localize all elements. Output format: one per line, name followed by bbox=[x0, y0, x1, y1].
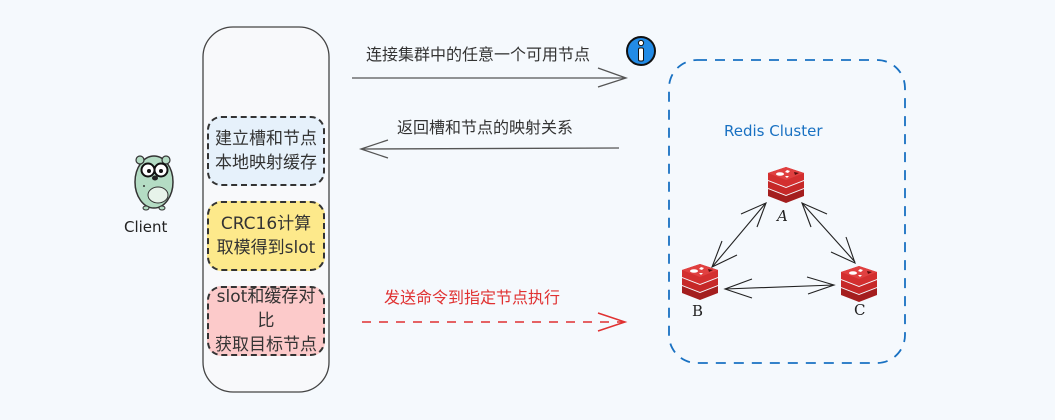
step-line: CRC16计算 bbox=[220, 214, 312, 234]
node-a-label: A bbox=[777, 207, 788, 225]
link-a-b bbox=[712, 203, 766, 267]
redis-cluster-container bbox=[668, 59, 906, 364]
send-command-label: 发送命令到指定节点执行 bbox=[384, 288, 561, 307]
step-build-cache: 建立槽和节点 本地映射缓存 bbox=[207, 116, 325, 186]
return-map-label: 返回槽和节点的映射关系 bbox=[397, 118, 574, 137]
connect-label: 连接集群中的任意一个可用节点 bbox=[366, 45, 591, 64]
step-line: 获取目标节点 bbox=[215, 335, 317, 355]
redis-node-a-icon[interactable] bbox=[768, 167, 804, 203]
client-label: Client bbox=[124, 218, 168, 236]
step-line: slot和缓存对比 bbox=[216, 287, 316, 331]
cluster-links bbox=[710, 201, 856, 299]
node-c-label: C bbox=[854, 301, 866, 319]
node-b-label: B bbox=[692, 302, 704, 320]
redis-node-c-icon[interactable] bbox=[841, 266, 877, 302]
redis-node-b-icon[interactable] bbox=[682, 264, 718, 300]
step-compare-target: slot和缓存对比 获取目标节点 bbox=[207, 286, 325, 356]
cluster-title: Redis Cluster bbox=[724, 122, 823, 140]
info-icon[interactable] bbox=[626, 36, 656, 66]
return-map-arrow bbox=[358, 139, 620, 159]
connect-arrow bbox=[352, 67, 629, 88]
gopher-mascot-icon bbox=[134, 155, 174, 211]
step-crc16-slot: CRC16计算 取模得到slot bbox=[207, 201, 325, 271]
step-line: 取模得到slot bbox=[216, 238, 316, 258]
link-a-c bbox=[801, 202, 856, 263]
step-line: 本地映射缓存 bbox=[215, 153, 317, 173]
step-line: 建立槽和节点 bbox=[215, 129, 317, 149]
send-command-arrow bbox=[362, 312, 628, 332]
link-b-c bbox=[724, 284, 835, 290]
